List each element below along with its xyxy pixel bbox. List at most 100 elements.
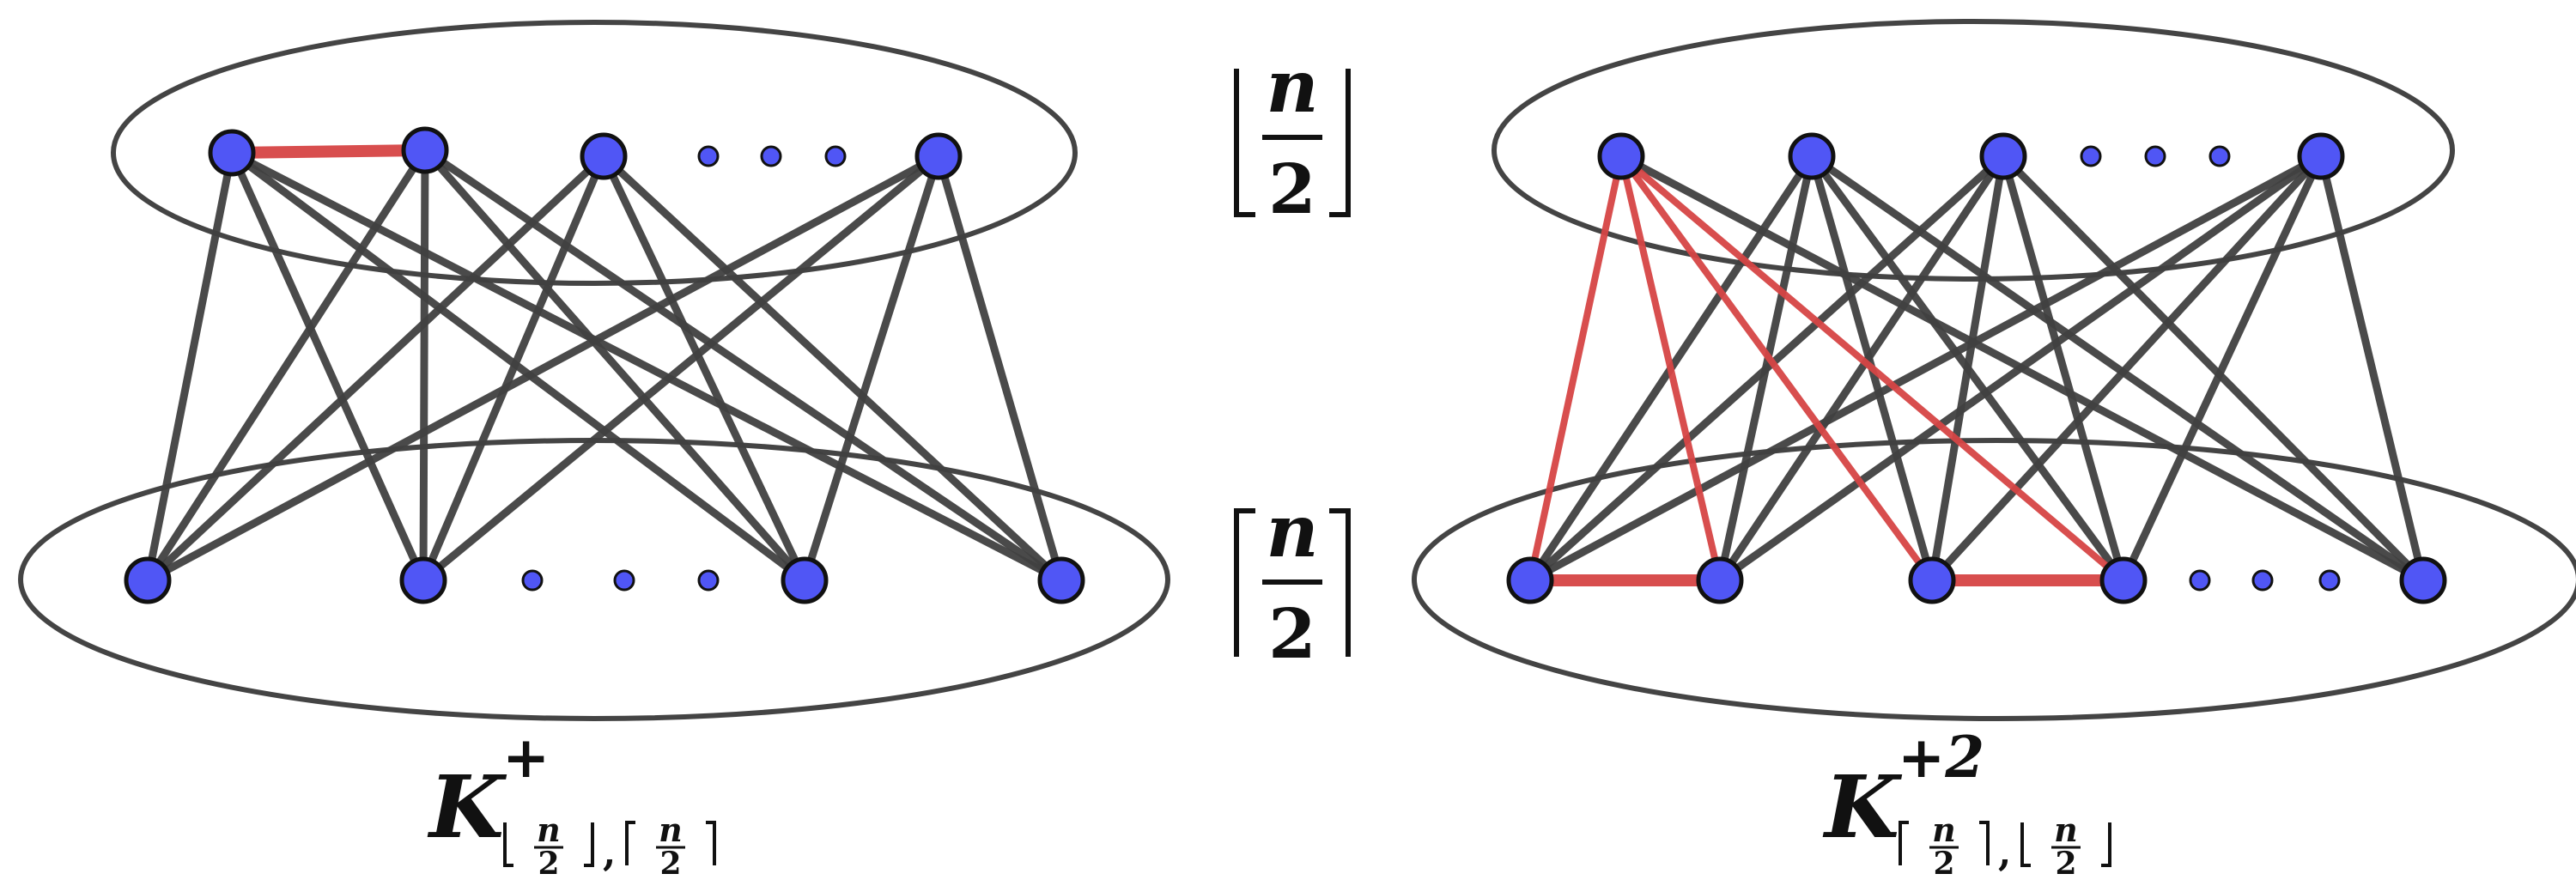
left-graph-edges [143, 144, 1066, 585]
ceil-n-over-2-label: n 2 [1234, 488, 1351, 674]
right-sub-denominator-1: 2 [1933, 846, 1954, 882]
right-sub-numerator-1: n [1932, 810, 1956, 849]
left-ellipsis-dot [613, 569, 635, 592]
right-top-vertex-1 [1597, 132, 1645, 180]
right-highlighted-edge [1527, 153, 1625, 584]
right-edge [1526, 152, 2325, 585]
left-edge [800, 152, 943, 585]
left-bottom-vertex-4 [1037, 556, 1085, 604]
floor-denominator: 2 [1268, 149, 1316, 229]
floor-numerator: n [1266, 44, 1318, 129]
right-edge [1716, 152, 2325, 585]
left-top-partition [111, 20, 1078, 286]
right-ellipsis-dot [2189, 569, 2211, 592]
right-bottom-partition [1412, 438, 2576, 721]
right-bottom-vertex-2 [1696, 556, 1744, 604]
right-edge [1716, 152, 2008, 585]
left-sub-numerator-1: n [537, 810, 561, 849]
left-edge [228, 149, 1066, 585]
left-bottom-vertex-1 [124, 556, 172, 604]
left-edge [599, 152, 809, 585]
right-ellipsis-dot [2144, 145, 2166, 167]
right-graph-caption: K +2 n 2 , n 2 [1822, 724, 2111, 882]
left-edge [419, 152, 608, 585]
left-edge [143, 149, 236, 585]
left-extra-edge [226, 144, 431, 159]
floor-bracket-right [1329, 69, 1351, 217]
right-edge [2317, 152, 2427, 585]
ceil-numerator: n [1266, 488, 1318, 573]
left-edge [599, 152, 1066, 585]
left-ellipsis-dot [760, 145, 782, 167]
left-bottom-vertex-3 [781, 556, 829, 604]
right-sub-ceil-bracket [1899, 821, 1990, 865]
left-bottom-vertex-2 [399, 556, 447, 604]
floor-bracket-left [1234, 69, 1255, 217]
left-top-vertex-2 [401, 126, 449, 174]
left-edge [143, 152, 608, 585]
left-sub-ceil-bracket [625, 821, 716, 865]
right-edge [1526, 152, 2008, 585]
right-edge [2119, 152, 2325, 585]
left-caption-sup: + [502, 724, 550, 791]
right-highlighted-edge [1618, 153, 1723, 584]
right-edge [1928, 152, 2008, 585]
right-graph-vertices [1506, 132, 2447, 604]
left-graph-vertices [124, 126, 1085, 604]
left-ellipsis-dot [697, 145, 720, 167]
left-bottom-partition [18, 438, 1170, 721]
left-edge [228, 149, 428, 585]
left-edge [419, 146, 429, 585]
right-ellipsis-dot [2251, 569, 2274, 592]
ellipsis-dots-icon [521, 145, 2341, 592]
right-ellipsis-dot [2080, 145, 2102, 167]
right-top-vertex-4 [2297, 132, 2345, 180]
right-sub-denominator-2: 2 [2055, 846, 2076, 882]
left-sub-denominator-2: 2 [659, 846, 681, 882]
right-bottom-vertex-4 [2099, 556, 2148, 604]
left-sub-separator: , [603, 831, 616, 875]
right-highlighted-edge [1618, 153, 2127, 584]
right-sub-separator: , [1998, 831, 2011, 875]
left-ellipsis-dot [697, 569, 720, 592]
right-highlighted-edge [1618, 153, 1935, 584]
left-top-vertex-3 [580, 132, 628, 180]
left-top-vertex-4 [914, 132, 963, 180]
right-graph-edges [1524, 152, 2427, 586]
right-caption-sup: +2 [1898, 724, 1984, 791]
ceil-denominator: 2 [1268, 593, 1316, 674]
right-sub-numerator-2: n [2054, 810, 2078, 849]
left-caption-base: K [427, 756, 507, 858]
left-sub-floor-bracket [503, 822, 594, 867]
left-top-vertex-1 [208, 129, 256, 177]
left-ellipsis-dot [824, 145, 847, 167]
right-ellipsis-dot [2318, 569, 2341, 592]
right-bottom-vertex-5 [2399, 556, 2447, 604]
right-caption-subscript: n 2 , n 2 [1899, 810, 2111, 882]
right-edge [1807, 152, 2427, 585]
ceil-bracket-right [1329, 508, 1351, 657]
left-edge [143, 146, 429, 585]
right-bottom-vertex-1 [1506, 556, 1554, 604]
right-bottom-vertex-3 [1908, 556, 1956, 604]
floor-n-over-2-label: n 2 [1234, 44, 1351, 229]
right-edge [1999, 152, 2427, 585]
left-edge [143, 152, 943, 585]
right-top-partition [1492, 19, 2455, 282]
right-sub-floor-bracket [2020, 822, 2111, 867]
left-graph-caption: K + n 2 , n 2 [427, 724, 716, 882]
left-edge [419, 152, 943, 585]
left-caption-subscript: n 2 , n 2 [503, 810, 716, 882]
right-top-vertex-3 [1979, 132, 2027, 180]
right-caption-base: K [1822, 756, 1903, 858]
right-ellipsis-dot [2208, 145, 2231, 167]
right-edge [1928, 152, 2325, 585]
left-sub-numerator-2: n [659, 810, 683, 849]
left-ellipsis-dot [521, 569, 544, 592]
right-edge [1999, 152, 2128, 585]
left-edge [421, 146, 809, 585]
left-edge [934, 152, 1066, 585]
right-top-vertex-2 [1788, 132, 1836, 180]
ceil-bracket-left [1234, 508, 1255, 657]
